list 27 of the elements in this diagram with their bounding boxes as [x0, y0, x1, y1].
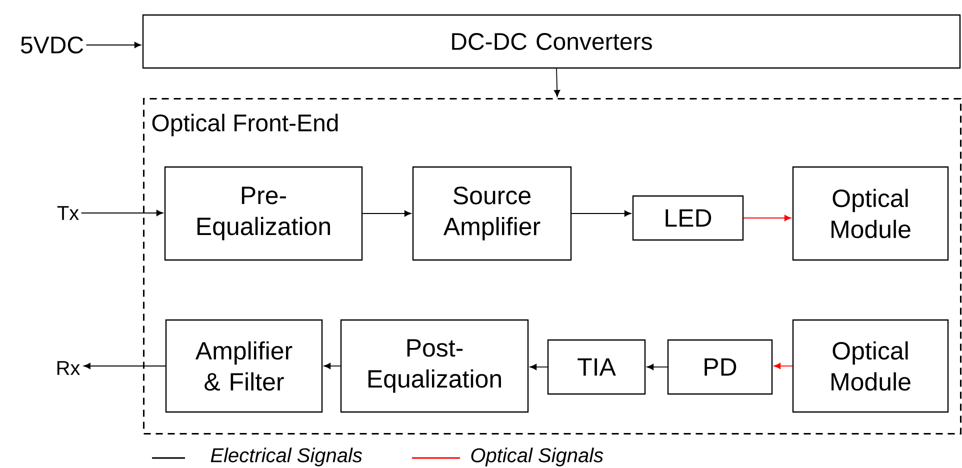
block-box: Post-Equalization [340, 319, 529, 413]
arrow [86, 42, 142, 48]
arrow [324, 362, 341, 370]
block-box: DC-DC Converters [142, 14, 961, 69]
arrow [80, 210, 164, 216]
legend-text: Electrical Signals [210, 448, 362, 466]
signal-label: Rx [57, 361, 80, 375]
block-box: TIA [547, 339, 646, 395]
arrow [84, 362, 166, 370]
arrow [554, 68, 560, 97]
block-box: Optical Module [792, 319, 949, 413]
signal-label: 5VDC [20, 36, 84, 54]
block-box: Amplifier & Filter [165, 319, 323, 413]
block-box: Source Amplifier [412, 166, 572, 261]
block-box: Pre-Equalization [164, 166, 363, 261]
arrow [646, 364, 668, 370]
arrow [362, 210, 412, 217]
block-box: PD [667, 339, 773, 395]
arrow [571, 210, 632, 217]
block-box: Optical Module [792, 166, 949, 261]
arrow [774, 362, 793, 370]
arrow [743, 214, 792, 222]
block-box: LED [632, 195, 744, 241]
legend-text: Optical Signals [471, 448, 604, 466]
frame-title: Optical Front-End [152, 114, 338, 136]
signal-label: Tx [57, 206, 79, 220]
arrow [530, 364, 548, 370]
